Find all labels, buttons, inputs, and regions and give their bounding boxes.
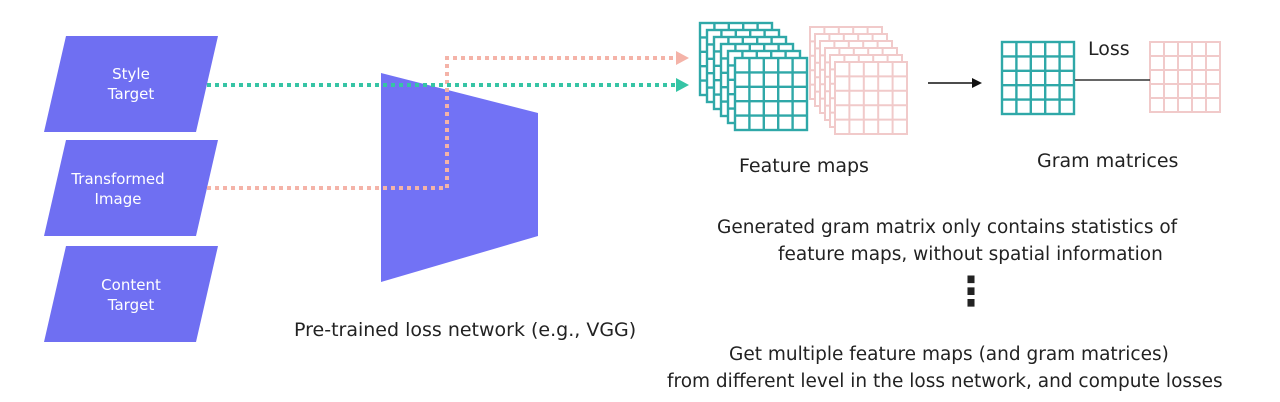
style-target-label: Style Target bbox=[81, 64, 181, 104]
ellipsis-icon: ⋮ bbox=[951, 269, 991, 315]
transformed-image-line1: Transformed bbox=[71, 170, 165, 188]
transformed-gram-matrix bbox=[1149, 41, 1221, 113]
style-arrowhead bbox=[676, 78, 689, 92]
network-caption: Pre-trained loss network (e.g., VGG) bbox=[294, 319, 637, 341]
style-feature-maps bbox=[698, 21, 809, 132]
transformed-feature-maps bbox=[809, 26, 908, 135]
teal-feature-map bbox=[733, 56, 809, 132]
note1-line2: feature maps, without spatial informatio… bbox=[778, 244, 1163, 265]
transformed-image-shape bbox=[44, 140, 218, 236]
content-target-shape bbox=[44, 246, 218, 342]
pink-feature-map bbox=[834, 61, 908, 135]
teal-gram-grid bbox=[1000, 40, 1076, 116]
content-target-label: Content Target bbox=[81, 275, 181, 315]
content-target-line1: Content bbox=[101, 276, 161, 294]
style-target-line1: Style bbox=[112, 65, 150, 83]
note2-line2: from different level in the loss network… bbox=[667, 371, 1223, 392]
style-target-line2: Target bbox=[107, 85, 155, 103]
pink-gram-grid bbox=[1149, 41, 1221, 113]
transformed-arrowhead bbox=[676, 51, 689, 65]
style-target-shape bbox=[44, 36, 218, 132]
content-target-line2: Target bbox=[107, 296, 155, 314]
loss-label: Loss bbox=[1088, 38, 1130, 60]
transformed-image-label: Transformed Image bbox=[68, 169, 168, 209]
transformed-image-line2: Image bbox=[94, 190, 142, 208]
note2-line1: Get multiple feature maps (and gram matr… bbox=[729, 344, 1169, 365]
style-gram-matrix bbox=[1000, 40, 1076, 116]
to-gram-arrowhead bbox=[972, 78, 982, 88]
gram-matrices-caption: Gram matrices bbox=[1037, 150, 1179, 172]
loss-network-shape bbox=[381, 73, 538, 282]
feature-maps-caption: Feature maps bbox=[739, 155, 869, 177]
transformed-path bbox=[207, 56, 676, 190]
note1-line1: Generated gram matrix only contains stat… bbox=[717, 217, 1178, 238]
